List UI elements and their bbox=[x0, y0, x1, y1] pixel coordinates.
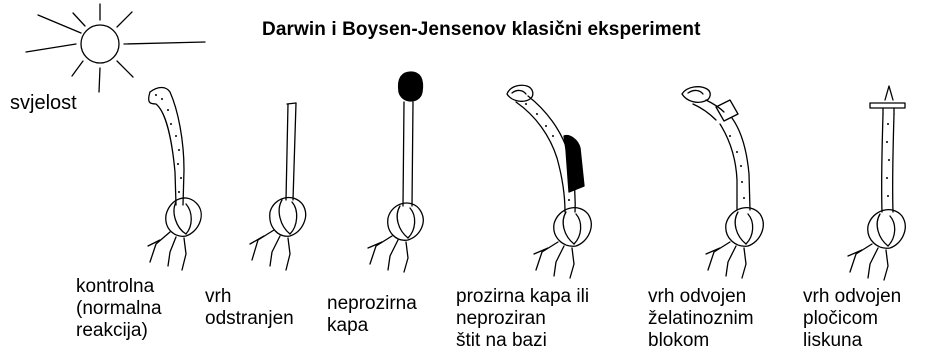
caption-line: blokom bbox=[648, 330, 754, 352]
caption-line: kapa bbox=[327, 315, 417, 337]
caption-line: liskuna bbox=[803, 330, 901, 352]
caption-transparent-cap: prozirna kapa ili neproziran štit na baz… bbox=[456, 286, 589, 352]
seedling-mica-plate-drawing bbox=[848, 86, 905, 280]
caption-line: pločicom bbox=[803, 308, 901, 330]
caption-line: (normalna bbox=[76, 298, 162, 320]
seedling-tip-removed-drawing bbox=[250, 103, 306, 270]
caption-line: vrh bbox=[205, 286, 294, 308]
seedling-control-drawing bbox=[148, 88, 201, 271]
caption-line: želatinoznim bbox=[648, 308, 754, 330]
caption-line: vrh odvojen bbox=[803, 286, 901, 308]
light-label: svjelost bbox=[10, 92, 77, 115]
sun-icon bbox=[26, 4, 205, 92]
diagram-title: Darwin i Boysen-Jensenov klasični eksper… bbox=[262, 19, 701, 41]
caption-line: reakcija) bbox=[76, 320, 162, 342]
caption-control: kontrolna (normalna reakcija) bbox=[76, 276, 162, 342]
caption-line: neprozirna bbox=[327, 293, 417, 315]
caption-tip-removed: vrh odstranjen bbox=[205, 286, 294, 330]
caption-line: neproziran bbox=[456, 308, 589, 330]
caption-line: vrh odvojen bbox=[648, 286, 754, 308]
caption-mica-plate: vrh odvojen pločicom liskuna bbox=[803, 286, 901, 352]
seedling-opaque-cap-drawing bbox=[368, 72, 423, 272]
caption-line: prozirna kapa ili bbox=[456, 286, 589, 308]
seedling-gelatin-block-drawing bbox=[682, 87, 763, 278]
caption-gelatin-block: vrh odvojen želatinoznim blokom bbox=[648, 286, 754, 352]
caption-line: kontrolna bbox=[76, 276, 162, 298]
caption-line: štit na bazi bbox=[456, 330, 589, 352]
caption-line: odstranjen bbox=[205, 308, 294, 330]
seedling-transparent-cap-drawing bbox=[507, 85, 591, 278]
caption-opaque-cap: neprozirna kapa bbox=[327, 293, 417, 337]
